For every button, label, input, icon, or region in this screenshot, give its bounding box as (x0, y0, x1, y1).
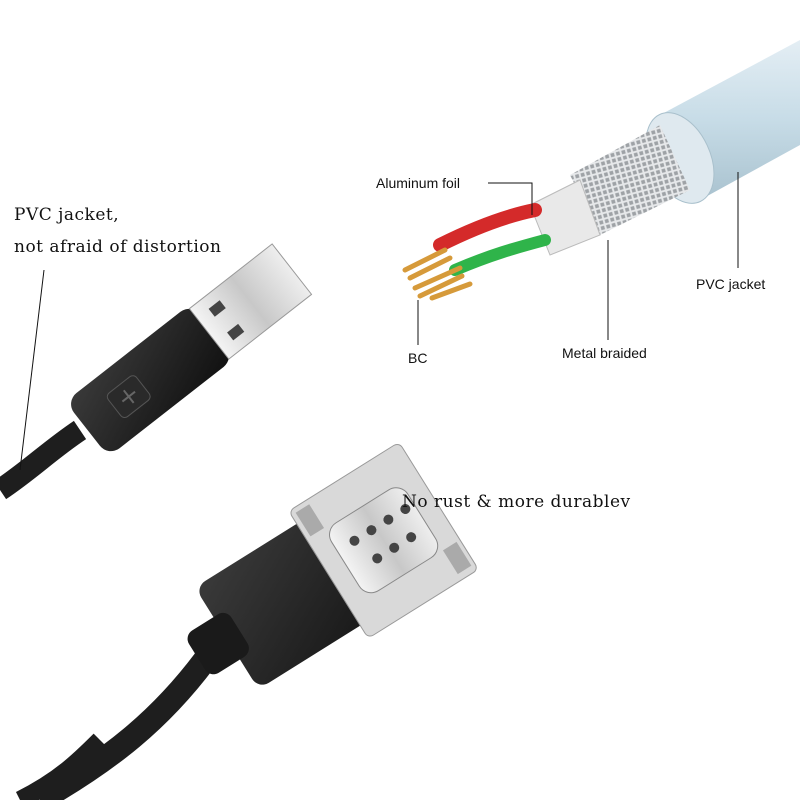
metal-braided-label: Metal braided (562, 345, 647, 361)
bc-label: BC (408, 350, 428, 366)
leader-lines (19, 172, 739, 471)
rust-label: No rust & more durablev (402, 492, 631, 512)
aluminum-foil-label: Aluminum foil (376, 175, 461, 191)
usb-plug (71, 243, 313, 452)
pvc-right-label: PVC jacket (696, 276, 766, 292)
cable-cutaway (402, 40, 800, 301)
usb-cable (0, 420, 87, 500)
pvc-left-label-line2: not afraid of distortion (14, 237, 222, 257)
serial-cable (34, 652, 215, 805)
db9-connector (187, 443, 477, 685)
pvc-left-label-line1: PVC jacket, (14, 205, 120, 225)
